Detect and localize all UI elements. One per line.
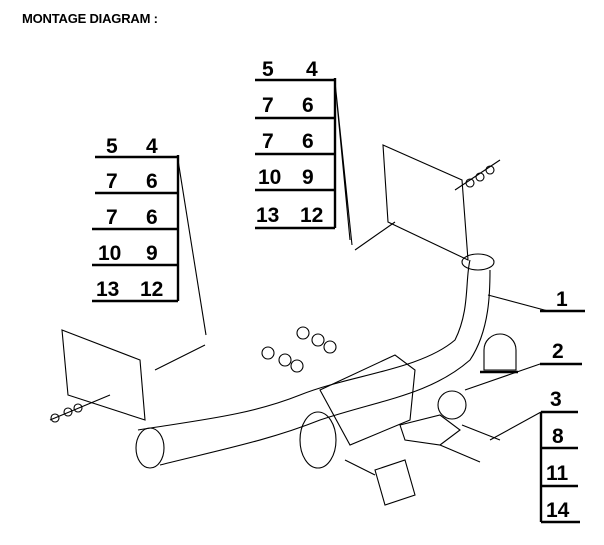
- callout-num: 5: [106, 135, 118, 158]
- electrical-socket: [344, 459, 416, 506]
- part-label-3: 3: [550, 388, 562, 411]
- part-label-1: 1: [556, 288, 568, 311]
- callout-num: 10: [98, 242, 121, 265]
- top-callout-stack: 5 4 7 6 7 6 10 9 13 12: [255, 58, 353, 246]
- hitch-crossbar: [49, 144, 501, 469]
- part-label-11: 11: [546, 462, 569, 485]
- callout-num: 6: [302, 130, 314, 153]
- callout-num: 5: [262, 58, 274, 81]
- part-labels: 1 2 3 8 11 14: [464, 288, 585, 524]
- callout-num: 10: [258, 166, 281, 189]
- callout-num: 9: [302, 166, 314, 189]
- callout-num: 4: [146, 135, 158, 158]
- callout-num: 4: [306, 58, 318, 81]
- callout-num: 6: [302, 94, 314, 117]
- callout-num: 12: [140, 278, 163, 301]
- callout-num: 6: [146, 206, 158, 229]
- callout-num: 13: [256, 204, 279, 227]
- callout-num: 7: [262, 94, 274, 117]
- part-label-14: 14: [546, 499, 570, 522]
- callout-num: 13: [96, 278, 119, 301]
- left-callout-stack: 5 4 7 6 7 6 10 9 13 12: [92, 135, 207, 336]
- ball-cap: [480, 333, 518, 374]
- tow-ball: [399, 390, 501, 463]
- callout-num: 12: [300, 204, 323, 227]
- part-label-8: 8: [552, 425, 564, 448]
- diagram-title: MONTAGE DIAGRAM :: [22, 11, 158, 26]
- callout-num: 9: [146, 242, 158, 265]
- callout-num: 7: [106, 170, 118, 193]
- callout-num: 7: [106, 206, 118, 229]
- part-label-2: 2: [552, 340, 564, 363]
- callout-num: 6: [146, 170, 158, 193]
- callout-num: 7: [262, 130, 274, 153]
